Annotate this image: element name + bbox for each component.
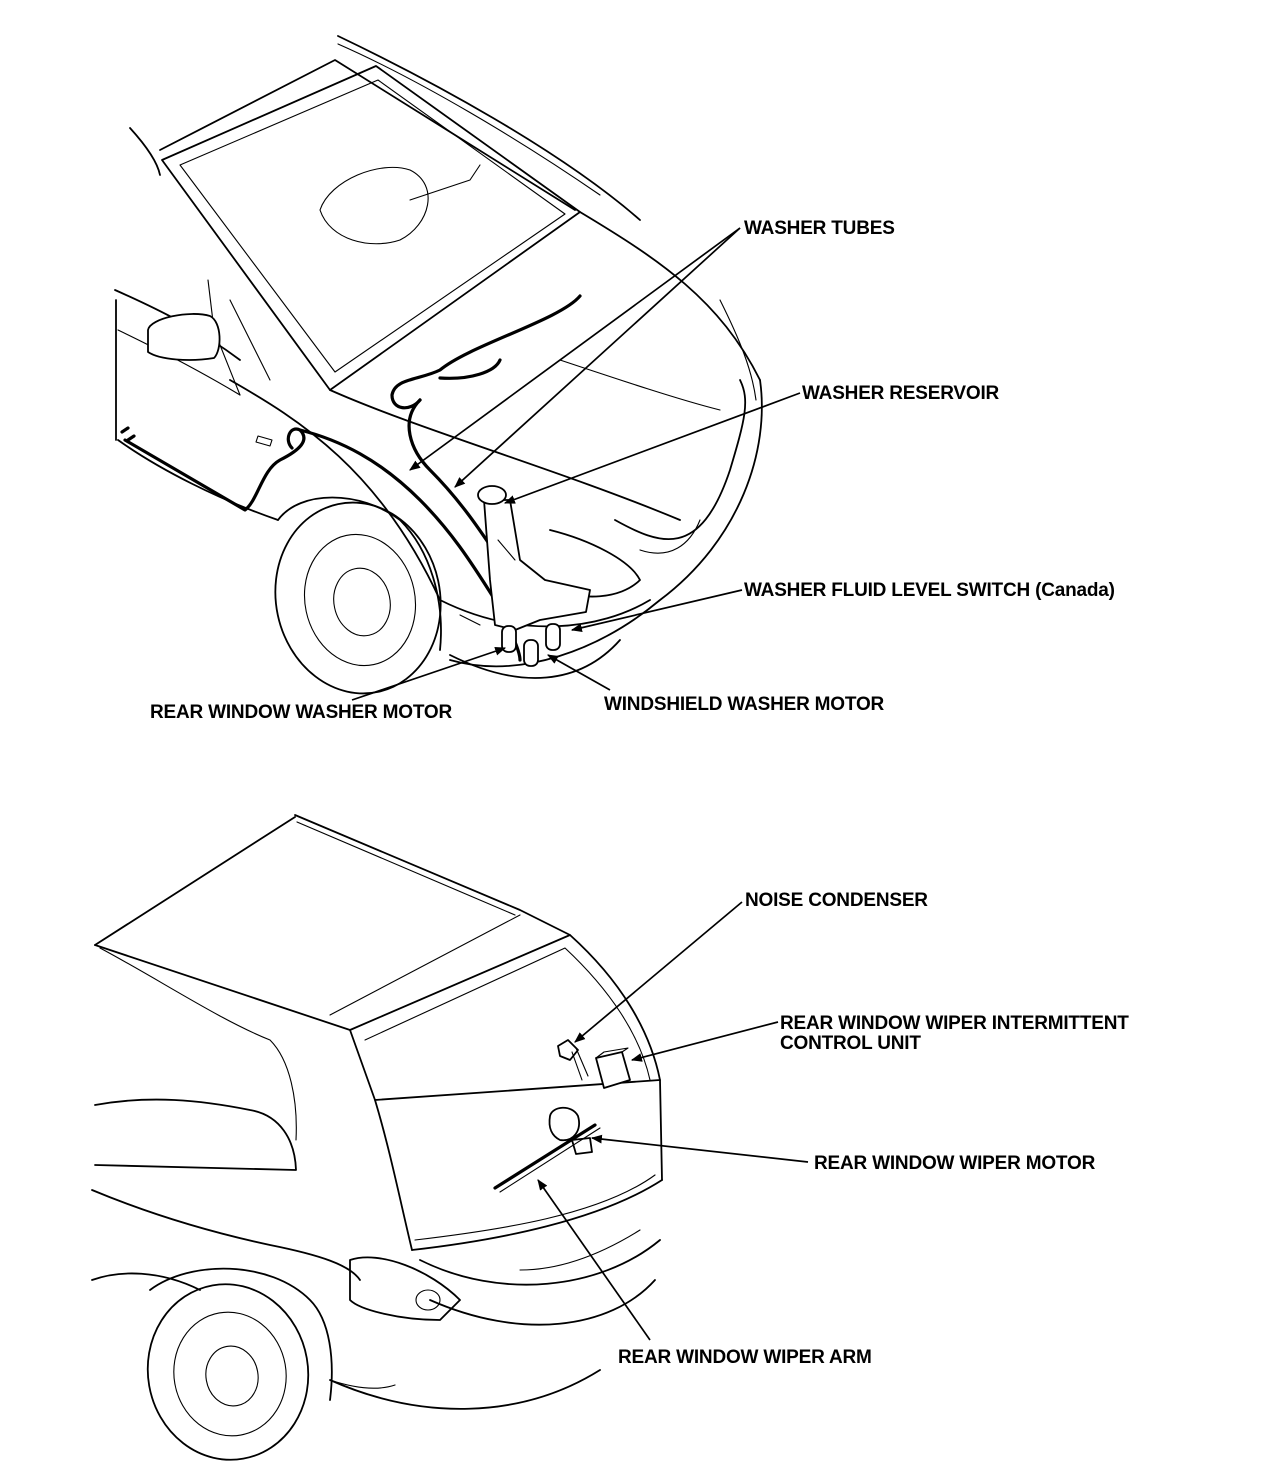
front-leader-lines [351, 227, 801, 701]
label-washer-tubes: WASHER TUBES [744, 218, 895, 239]
label-rear-window-washer-motor: REAR WINDOW WASHER MOTOR [150, 702, 453, 723]
label-rear-window-wiper-motor: REAR WINDOW WIPER MOTOR [814, 1153, 1096, 1174]
label-rear-window-wiper-arm: REAR WINDOW WIPER ARM [618, 1347, 872, 1368]
label-noise-condenser: NOISE CONDENSER [745, 890, 928, 911]
front-car-view [114, 35, 763, 695]
label-windshield-washer-motor: WINDSHIELD WASHER MOTOR [604, 694, 885, 715]
rear-car-view [91, 814, 663, 1461]
label-rear-wiper-control-unit-line1: REAR WINDOW WIPER INTERMITTENT [780, 1013, 1129, 1034]
label-washer-fluid-level-switch: WASHER FLUID LEVEL SWITCH (Canada) [744, 580, 1115, 601]
label-rear-wiper-control-unit-line2: CONTROL UNIT [780, 1033, 921, 1054]
label-washer-reservoir: WASHER RESERVOIR [802, 383, 1000, 404]
rear-leader-lines [537, 901, 809, 1341]
